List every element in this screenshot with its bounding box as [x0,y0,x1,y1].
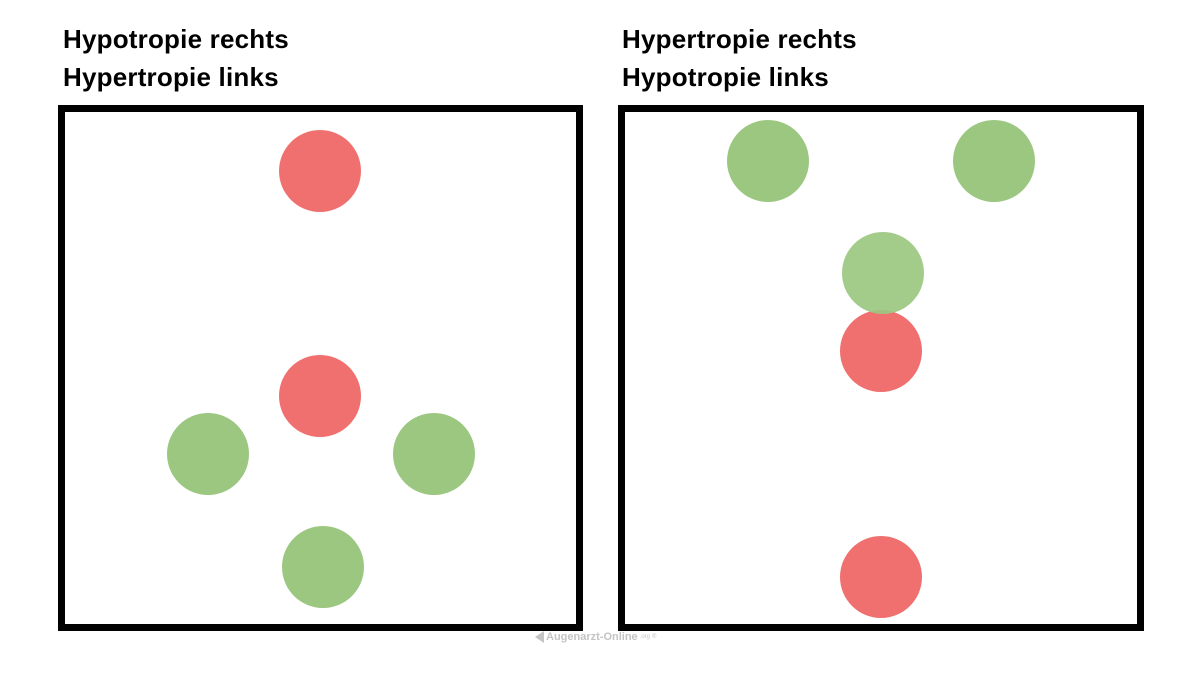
eye-logo-icon [535,631,544,643]
left-title-line-1: Hypotropie rechts [63,24,289,54]
green-dot [727,120,809,202]
red-dot [279,355,361,437]
right-title-line-1: Hypertropie rechts [622,24,857,54]
watermark-mark: ® [652,634,657,640]
red-dot [840,536,922,618]
left-title-line-2: Hypertropie links [63,62,279,92]
left-panel [58,105,583,631]
green-dot [953,120,1035,202]
watermark-suffix: .org [639,634,651,640]
left-panel-title: Hypotropie rechts Hypertropie links [63,20,289,96]
green-dot [167,413,249,495]
right-panel [618,105,1144,631]
watermark: Augenarzt-Online.org® [535,631,656,643]
green-dot [282,526,364,608]
right-title-line-2: Hypotropie links [622,62,829,92]
red-dot [279,130,361,212]
green-dot [842,232,924,314]
watermark-brand: Augenarzt-Online [546,631,638,643]
right-panel-title: Hypertropie rechts Hypotropie links [622,20,857,96]
green-dot [393,413,475,495]
red-dot [840,310,922,392]
